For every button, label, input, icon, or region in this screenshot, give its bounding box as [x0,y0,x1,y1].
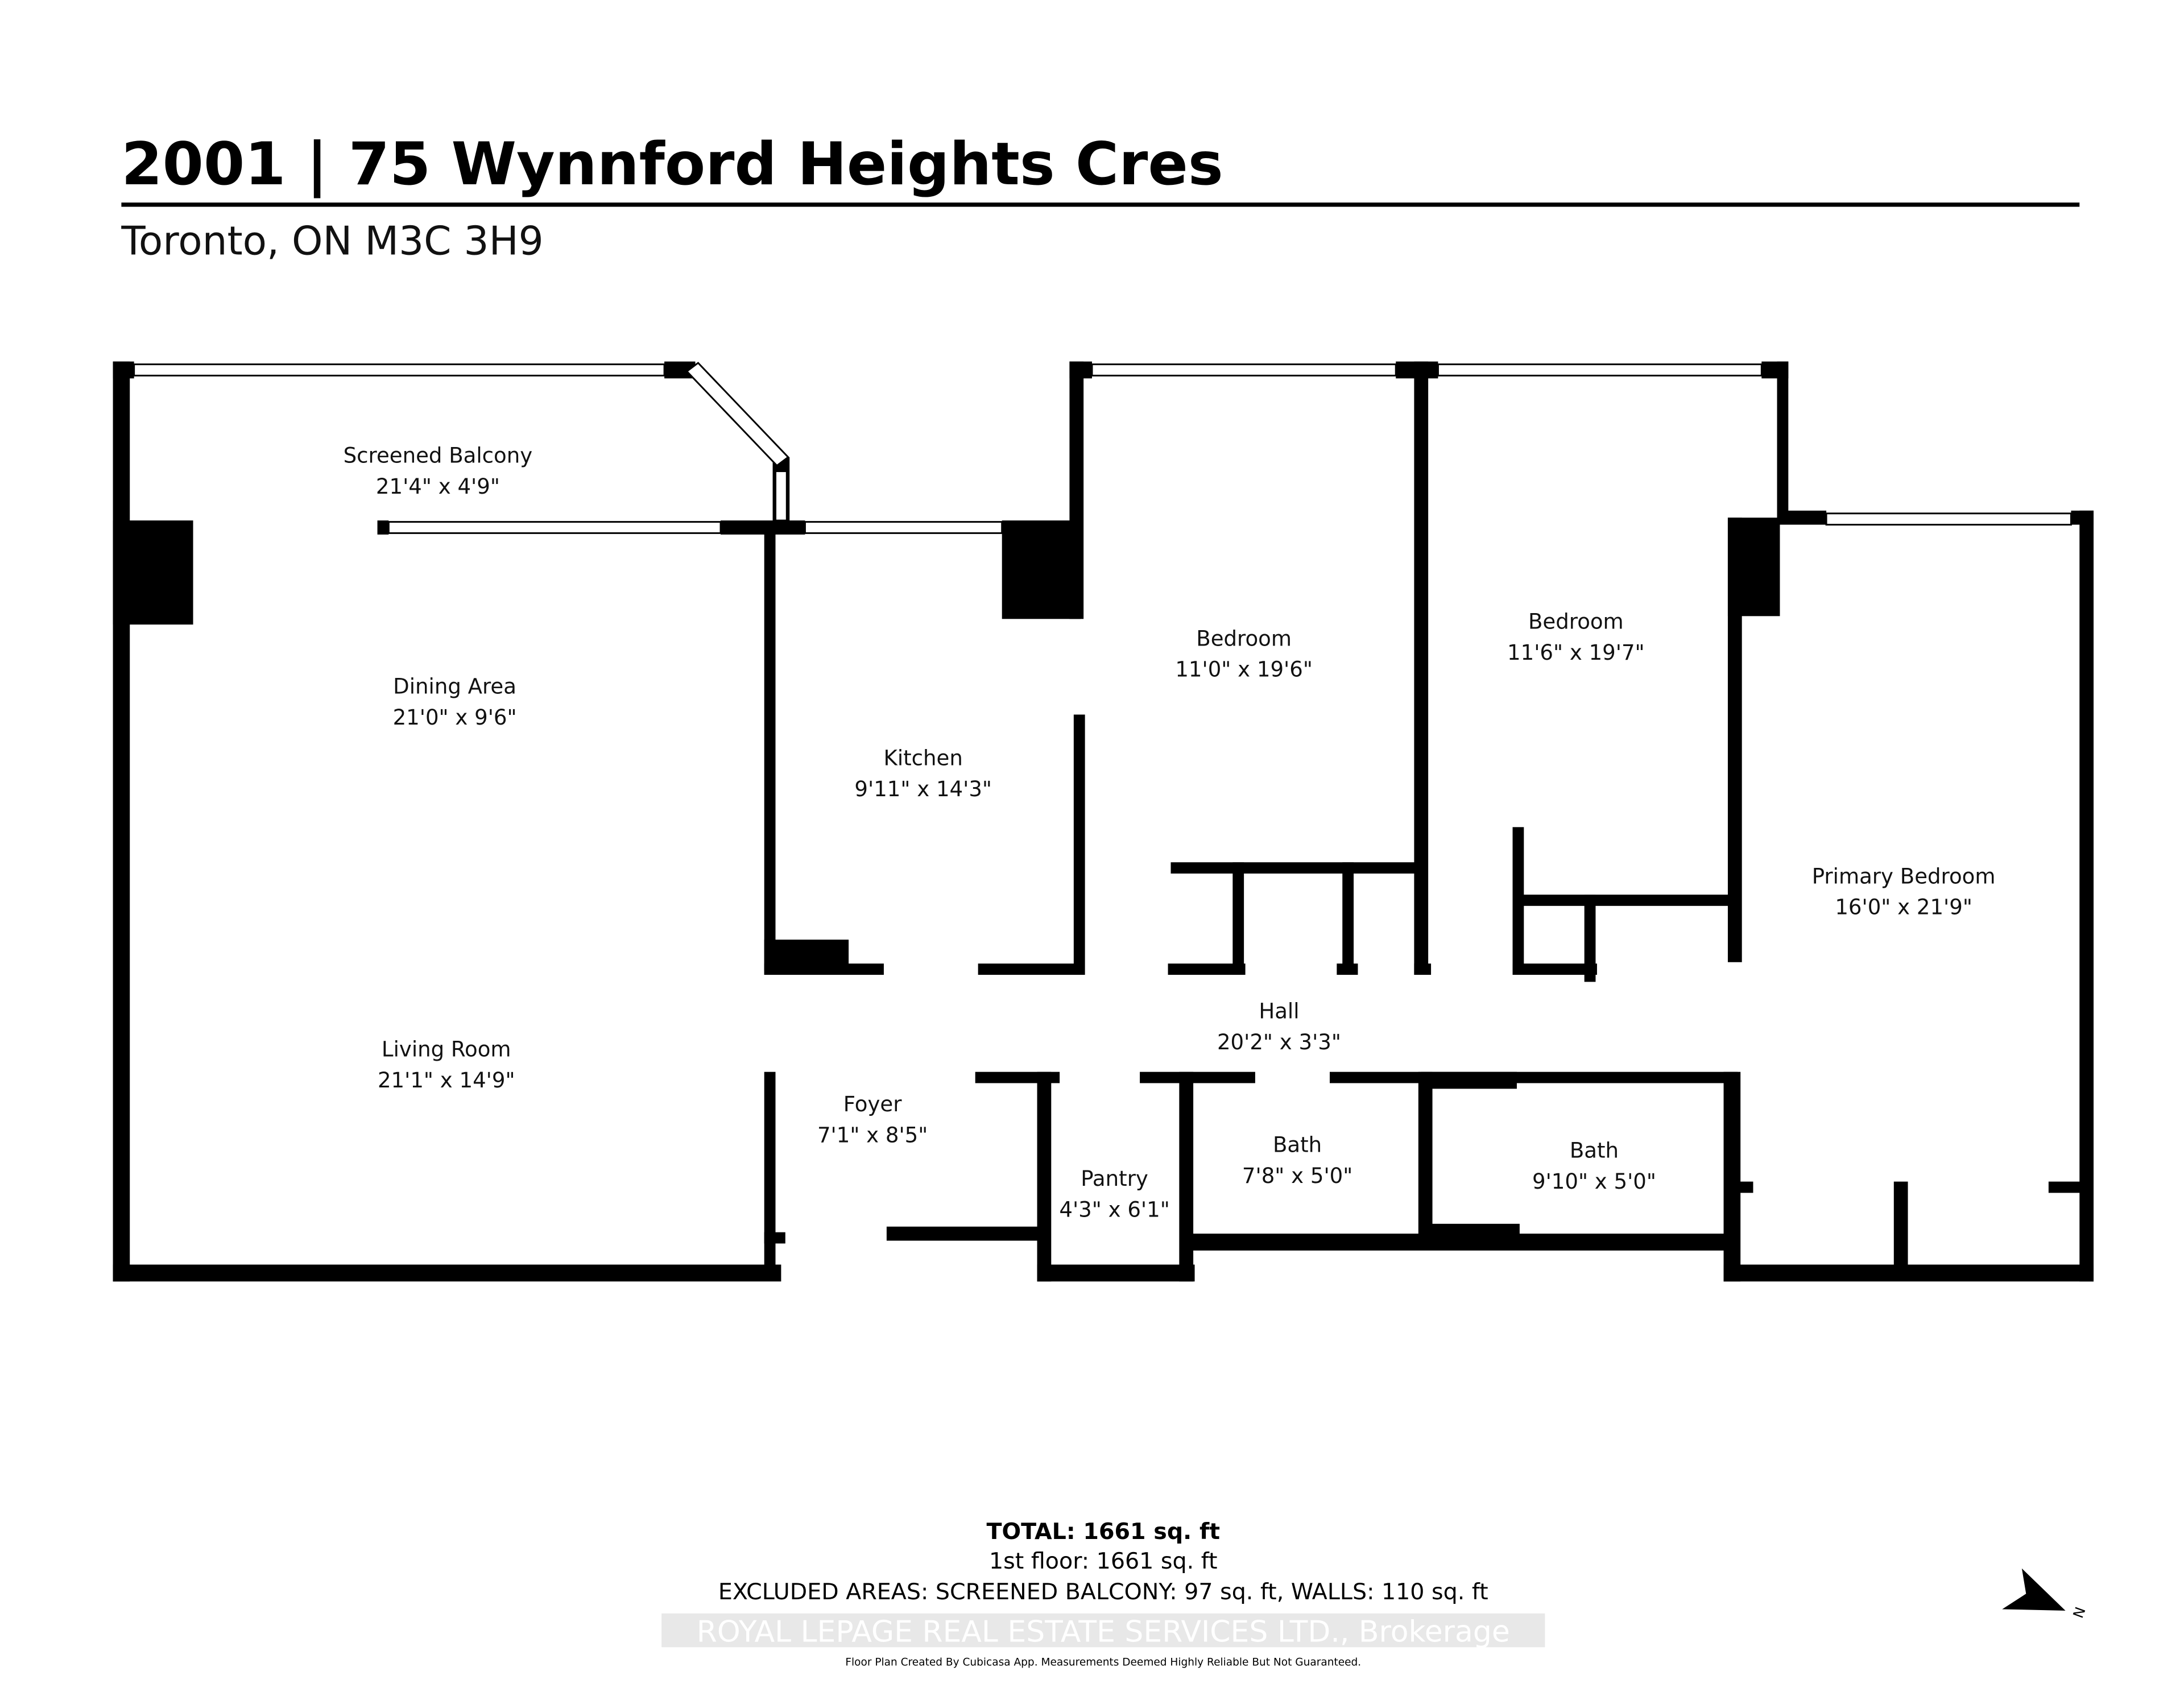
compass-label: N [2070,1605,2089,1620]
room-bath-1: Bath 7'8" x 5'0" [1242,1133,1352,1188]
north-arrow-icon: N [2002,1568,2089,1620]
room-name: Bedroom [1196,626,1292,651]
room-name: Bath [1570,1139,1619,1163]
room-pantry: Pantry 4'3" x 6'1" [1059,1166,1169,1222]
windows [133,362,2072,534]
page-title: 2001 | 75 Wynnford Heights Cres [121,130,1223,198]
room-size: 7'1" x 8'5" [817,1123,928,1147]
floor-area: 1st floor: 1661 sq. ft [989,1548,1218,1574]
excluded-areas: EXCLUDED AREAS: SCREENED BALCONY: 97 sq.… [718,1579,1488,1605]
room-kitchen: Kitchen 9'11" x 14'3" [854,746,992,801]
room-hall: Hall 20'2" x 3'3" [1217,999,1341,1054]
watermark: ROYAL LEPAGE REAL ESTATE SERVICES LTD., … [697,1615,1510,1649]
room-size: 20'2" x 3'3" [1217,1030,1341,1054]
room-screened-balcony: Screened Balcony 21'4" x 4'9" [344,444,533,499]
room-size: 11'0" x 19'6" [1175,657,1313,682]
room-name: Hall [1259,999,1299,1024]
room-name: Pantry [1081,1166,1148,1191]
room-size: 7'8" x 5'0" [1242,1164,1352,1188]
room-bath-2: Bath 9'10" x 5'0" [1532,1139,1656,1194]
footer: TOTAL: 1661 sq. ft 1st floor: 1661 sq. f… [661,1519,1545,1668]
room-size: 21'1" x 14'9" [378,1068,515,1093]
room-size: 11'6" x 19'7" [1507,640,1645,665]
room-size: 21'4" x 4'9" [376,474,500,499]
room-size: 16'0" x 21'9" [1835,895,1972,920]
walls [113,361,2094,1282]
room-bedroom-2: Bedroom 11'6" x 19'7" [1507,610,1645,665]
room-primary-bedroom: Primary Bedroom 16'0" x 21'9" [1812,864,1996,919]
watermark-band [661,1613,1545,1648]
room-name: Screened Balcony [344,444,533,468]
room-dining-area: Dining Area 21'0" x 9'6" [393,674,517,729]
room-size: 9'11" x 14'3" [854,777,992,801]
room-size: 4'3" x 6'1" [1059,1197,1169,1222]
room-name: Kitchen [884,746,963,770]
room-name: Primary Bedroom [1812,864,1996,888]
room-name: Dining Area [393,674,516,698]
room-name: Bath [1273,1133,1322,1157]
room-living-room: Living Room 21'1" x 14'9" [378,1037,515,1092]
disclaimer: Floor Plan Created By Cubicasa App. Meas… [845,1656,1361,1668]
room-foyer: Foyer 7'1" x 8'5" [817,1092,928,1147]
room-size: 21'0" x 9'6" [393,705,517,730]
room-labels: Screened Balcony 21'4" x 4'9" Dining Area… [344,444,1996,1222]
room-name: Living Room [382,1037,511,1061]
room-name: Foyer [843,1092,902,1116]
total-area: TOTAL: 1661 sq. ft [986,1519,1220,1545]
title-rule [121,202,2080,207]
room-bedroom-1: Bedroom 11'0" x 19'6" [1175,626,1313,681]
page-subtitle: Toronto, ON M3C 3H9 [121,219,543,264]
room-name: Bedroom [1528,610,1624,634]
room-size: 9'10" x 5'0" [1532,1169,1656,1194]
